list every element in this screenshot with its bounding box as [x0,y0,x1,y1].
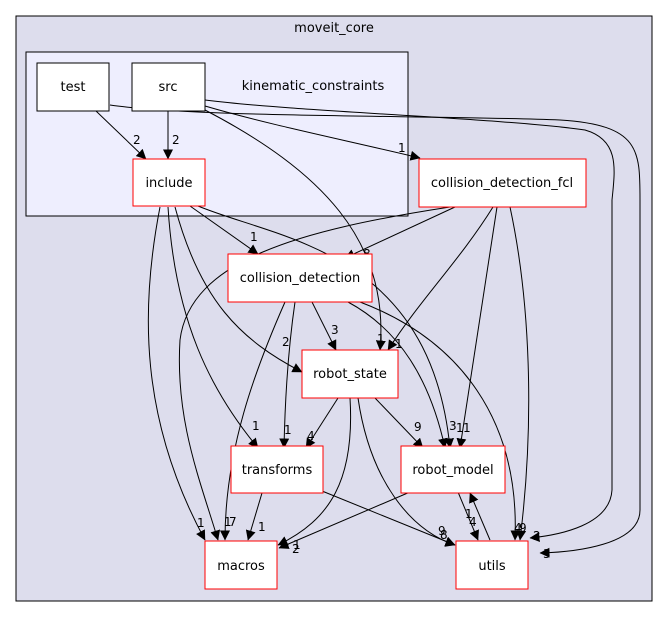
edge-label-transforms-macros[interactable]: 1 [258,520,266,534]
edge-label-collision-detection-fcl-robot-model[interactable]: 1 [463,421,471,435]
node-transforms[interactable]: transforms [230,445,324,494]
cluster-moveit-core-label: moveit_core [294,21,374,36]
edge-collision-detection-fcl-macros [178,206,451,541]
cluster-kinematic-constraints-label: kinematic_constraints [242,79,385,94]
edge-label-robot-state-macros[interactable]: 1 [293,538,301,552]
edge-label-include-transforms[interactable]: 1 [252,419,260,433]
edge-transforms-utils [321,490,456,547]
node-macros-label: macros [217,559,265,574]
edge-collision-detection-fcl-robot-model [456,206,498,449]
node-utils-label: utils [478,559,506,574]
edge-label-collision-detection-robot-state[interactable]: 3 [331,323,339,337]
edge-include-collision-detection [189,205,259,255]
node-robot-state-label: robot_state [313,367,387,382]
node-test[interactable]: test [36,62,110,112]
edge-robot-state-robot-model [374,397,424,449]
edge-label-collision-detection-macros[interactable]: 7 [229,515,237,529]
node-robot-model-label: robot_model [412,463,493,478]
node-macros[interactable]: macros [204,540,278,590]
edge-label-transforms-utils[interactable]: 9 [438,524,446,538]
edge-label-src-include[interactable]: 2 [172,133,180,147]
node-robot-model[interactable]: robot_model [400,445,506,494]
edge-include-macros [147,206,206,541]
node-collision-detection-fcl-label: collision_detection_fcl [431,176,573,191]
node-include-label: include [145,176,192,191]
edge-label-src-collision-detection-fcl[interactable]: 1 [398,141,406,155]
node-robot-state[interactable]: robot_state [301,349,399,399]
edge-label-include-collision-detection[interactable]: 1 [250,230,258,244]
edge-label-src-robot-state[interactable]: 1 [377,332,385,346]
edge-test-include [95,110,147,160]
edge-label-collision-detection-fcl-utils[interactable]: 9 [519,521,527,535]
edge-label-utils-robot-model[interactable]: 1 [465,507,473,521]
edge-robot-state-macros [277,397,352,546]
node-utils[interactable]: utils [455,540,529,590]
edge-collision-detection-robot-model [347,301,448,449]
edge-robot-state-utils [357,397,456,547]
edge-label-robot-model-utils[interactable]: 4 [469,515,477,529]
edge-label-include-robot-model[interactable]: 3 [449,419,457,433]
edge-label-robot-state-transforms[interactable]: 4 [307,429,315,443]
node-collision-detection-fcl[interactable]: collision_detection_fcl [418,158,587,208]
edge-src-robot-state [204,109,386,351]
edge-label-test-include[interactable]: 2 [133,133,141,147]
node-include[interactable]: include [132,158,206,207]
edge-label-include-robot-state[interactable]: 2 [282,335,290,349]
edge-collision-detection-macros [220,301,286,541]
edge-label-robot-model-macros[interactable]: 2 [292,542,300,556]
node-src[interactable]: src [131,62,206,112]
node-transforms-label: transforms [242,463,313,478]
edge-utils-robot-model [469,492,491,541]
edge-test-utils [109,104,641,558]
edge-robot-model-utils [457,491,479,541]
edge-robot-state-transforms [305,397,339,449]
edge-label-include-macros[interactable]: 1 [197,516,205,530]
edge-label-src-utils[interactable]: 2 [533,529,541,543]
edge-label-robot-state-robot-model[interactable]: 9 [414,420,422,434]
edge-collision-detection-utils [359,301,521,541]
edge-label-collision-detection-fcl-robot-state[interactable]: 1 [395,337,403,351]
node-src-label: src [159,80,178,95]
edge-label-collision-detection-robot-model[interactable]: 1 [456,421,464,435]
edge-robot-model-macros [278,491,411,549]
edge-collision-detection-transforms [279,301,296,449]
edge-label-collision-detection-transforms[interactable]: 1 [284,423,292,437]
edge-label-robot-state-utils[interactable]: 8 [440,528,448,542]
edge-transforms-macros [245,492,263,541]
edge-src-utils [204,99,615,543]
node-test-label: test [61,80,86,95]
node-collision-detection-label: collision_detection [240,271,360,286]
edge-include-robot-state [174,206,303,373]
edge-label-test-utils[interactable]: 3 [543,547,551,561]
edge-collision-detection-robot-state [311,301,337,351]
edge-collision-detection-fcl-utils [509,206,530,541]
edge-label-collision-detection-fcl-macros[interactable]: 1 [224,515,232,529]
edge-collision-detection-fcl-robot-state [387,206,494,351]
edge-collision-detection-fcl-collision-detection [344,206,456,259]
edge-label-collision-detection-utils[interactable]: 4 [514,521,522,535]
node-collision-detection[interactable]: collision_detection [227,253,373,303]
